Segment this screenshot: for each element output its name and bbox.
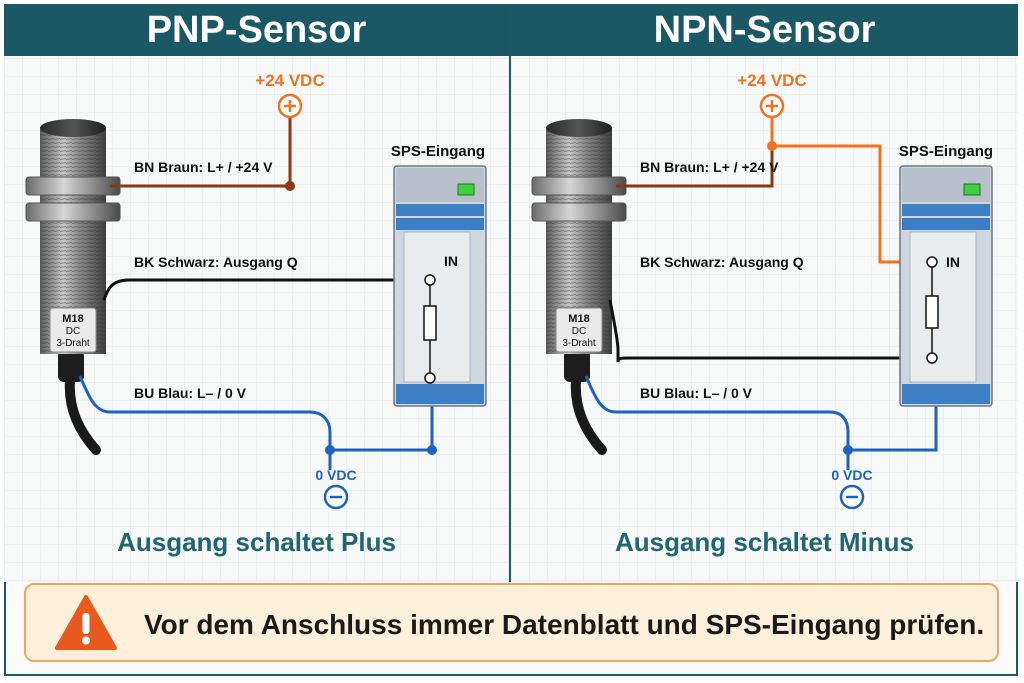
pnp-sensor-label-3: 3-Draht: [56, 338, 90, 349]
npn-output-terminal: [926, 352, 938, 364]
pnp-wire-label-bn: BN Braun: L+ / +24 V: [134, 159, 273, 175]
pnp-sensor: M18 DC 3-Draht: [25, 119, 121, 455]
pnp-input-resistor: [423, 305, 437, 341]
pnp-input-label: IN: [444, 253, 458, 269]
npn-caption: Ausgang schaltet Minus: [614, 527, 915, 557]
pnp-ground-terminal: [424, 372, 436, 384]
npn-sensor-label-2: DC: [572, 326, 586, 337]
npn-sensor-label-3: 3-Draht: [562, 338, 596, 349]
npn-sensor-label: [555, 307, 603, 353]
warning-banner: Vor dem Anschluss immer Datenblatt und S…: [24, 583, 999, 662]
npn-input-label: IN: [946, 254, 960, 270]
npn-nut-top: [531, 176, 627, 196]
pnp-brown-junction: [285, 181, 295, 191]
pnp-sensor-face: [40, 119, 106, 137]
npn-minus-icon: [839, 484, 865, 510]
panel-divider: [509, 4, 511, 582]
pnp-supply-plus-label: +24 VDC: [255, 71, 324, 90]
npn-wire-label-bu: BU Blau: L– / 0 V: [640, 385, 753, 401]
npn-plus-icon: [759, 93, 785, 119]
pnp-sensor-label: [49, 307, 97, 353]
npn-wire-label-bk: BK Schwarz: Ausgang Q: [640, 254, 804, 270]
pnp-blue-junction-2: [427, 445, 437, 455]
pnp-sensor-label-1: M18: [62, 313, 83, 325]
warning-triangle-icon: [55, 595, 117, 650]
pnp-caption: Ausgang schaltet Plus: [117, 527, 396, 557]
npn-orange-junction: [767, 141, 777, 151]
pnp-cable-gland: [58, 350, 84, 382]
pnp-supply-minus-label: 0 VDC: [315, 467, 356, 483]
npn-sensor-face: [546, 119, 612, 137]
pnp-plus-icon: [277, 93, 303, 119]
pnp-nut-bottom: [25, 202, 121, 222]
warning-text: Vor dem Anschluss immer Datenblatt und S…: [144, 609, 985, 640]
pnp-plc-module: [393, 165, 487, 407]
pnp-title: PNP-Sensor: [4, 4, 509, 56]
pnp-sensor-cable: [64, 375, 101, 455]
npn-input-terminal: [926, 256, 938, 268]
pnp-wire-label-bk: BK Schwarz: Ausgang Q: [134, 254, 298, 270]
pnp-plc-label: SPS-Eingang: [391, 143, 485, 160]
pnp-blue-wire: [78, 375, 434, 452]
npn-sensor-cable: [570, 375, 607, 455]
pnp-sensor-label-2: DC: [66, 326, 80, 337]
npn-status-led: [963, 183, 981, 196]
npn-wire-label-bn: BN Braun: L+ / +24 V: [640, 159, 779, 175]
npn-blue-wire: [584, 362, 938, 452]
npn-black-wire: [608, 299, 928, 363]
pnp-black-wire: [102, 278, 430, 301]
npn-input-resistor: [925, 295, 939, 329]
npn-sensor: M18 DC 3-Draht: [531, 119, 627, 455]
npn-supply-plus-label: +24 VDC: [737, 71, 806, 90]
npn-cable-gland: [564, 350, 590, 382]
npn-supply-minus-label: 0 VDC: [831, 467, 872, 483]
pnp-status-led: [457, 183, 475, 196]
pnp-nut-top: [25, 176, 121, 196]
npn-plc-module: [899, 165, 993, 407]
npn-nut-bottom: [531, 202, 627, 222]
npn-brown-wire: [616, 146, 774, 188]
pnp-input-terminal: [424, 274, 436, 286]
npn-plc-label: SPS-Eingang: [899, 143, 993, 160]
npn-sensor-label-1: M18: [568, 313, 589, 325]
npn-title: NPN-Sensor: [511, 4, 1018, 56]
pnp-wire-label-bu: BU Blau: L– / 0 V: [134, 385, 247, 401]
pnp-minus-icon: [323, 484, 349, 510]
